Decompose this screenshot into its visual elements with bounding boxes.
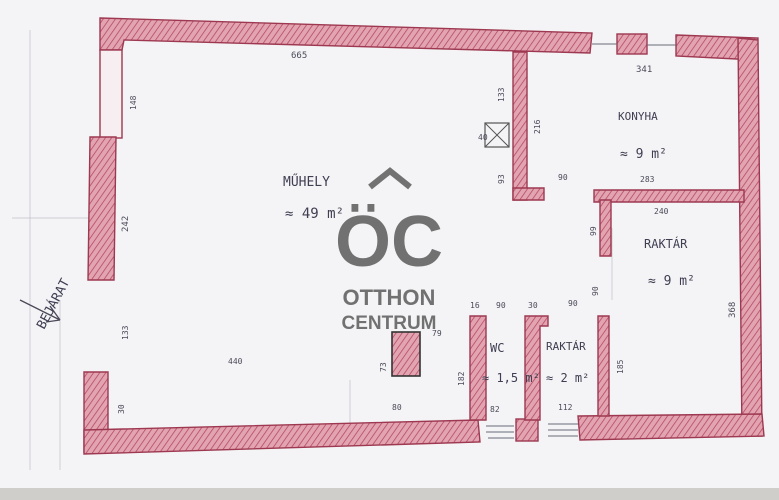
dim-665: 665 <box>291 51 307 61</box>
entrance-arrow-icon <box>19 299 61 323</box>
dim-133-left: 133 <box>121 325 130 340</box>
dim-40: 40 <box>478 133 488 142</box>
logo-line-2: CENTRUM <box>342 313 437 334</box>
pencil-guides <box>12 30 613 470</box>
door-thresholds <box>486 43 676 439</box>
dim-82: 82 <box>490 405 500 414</box>
dim-90-c: 90 <box>591 286 600 296</box>
dim-93: 93 <box>497 174 506 184</box>
dim-112: 112 <box>558 403 573 412</box>
dim-242: 242 <box>121 216 131 232</box>
room-muhely-name: MŰHELY <box>283 174 330 190</box>
wall-wc-east <box>524 315 549 421</box>
wall-bottom-left <box>83 419 481 455</box>
column-block <box>391 331 421 377</box>
dim-216: 216 <box>533 119 542 134</box>
wall-kitchen-south-right <box>593 189 745 203</box>
door-small-storage <box>548 423 578 437</box>
dim-240: 240 <box>654 207 669 216</box>
dim-90-a: 90 <box>496 301 506 310</box>
dim-440: 440 <box>228 357 243 366</box>
chimney-cross <box>484 122 510 148</box>
otthon-centrum-logo: ÖC OTTHON CENTRUM <box>335 167 443 334</box>
room-muhely-area: ≈ 49 m² <box>285 206 344 222</box>
room-small-storage-area: ≈ 2 m² <box>546 371 589 385</box>
dim-133-top: 133 <box>497 87 506 102</box>
wall-storage-west <box>599 199 612 257</box>
dim-80: 80 <box>392 403 402 412</box>
dim-73: 73 <box>379 362 388 372</box>
dim-341: 341 <box>636 65 652 75</box>
room-konyha-name: KONYHA <box>618 110 658 123</box>
table-edge <box>0 488 779 500</box>
dim-90-b: 90 <box>568 299 578 308</box>
room-raktar-name: RAKTÁR <box>644 236 688 251</box>
dimension-labels: 665 341 148 133 40 216 93 90 283 242 240… <box>117 51 738 414</box>
dim-148: 148 <box>129 95 138 110</box>
wall-wc-west <box>469 315 487 421</box>
wall-left-upper-sill <box>99 49 123 139</box>
room-wc-name: WC <box>490 341 504 355</box>
room-konyha-area: ≈ 9 m² <box>620 147 667 162</box>
room-raktar-area: ≈ 9 m² <box>648 274 695 289</box>
wall-kitchen-south <box>512 187 545 201</box>
wall-top-pier <box>616 33 648 55</box>
walls <box>83 17 765 455</box>
wall-kitchen-west <box>512 51 528 201</box>
wall-right <box>737 37 763 437</box>
room-wc-area: ≈ 1,5 m² <box>482 371 540 385</box>
wall-bottom-mid <box>515 418 539 442</box>
dim-16: 16 <box>470 301 480 310</box>
dim-182: 182 <box>457 371 466 386</box>
logo-line-1: OTTHON <box>343 285 436 310</box>
wall-left-middle <box>87 136 117 281</box>
dim-79: 79 <box>432 329 442 338</box>
dim-99: 99 <box>589 226 598 236</box>
door-wc <box>486 425 514 439</box>
logo-mark: ÖC <box>335 202 443 282</box>
dim-368: 368 <box>728 302 738 318</box>
room-small-storage-name: RAKTÁR <box>546 340 586 353</box>
wall-small-storage-east <box>597 315 610 417</box>
dim-283: 283 <box>640 175 655 184</box>
chimney-box <box>484 122 510 148</box>
logo-roof-icon <box>368 167 412 190</box>
wall-bottom-right <box>577 413 765 441</box>
dim-30-left: 30 <box>117 404 126 414</box>
dim-90-kitchen: 90 <box>558 173 568 182</box>
dim-185: 185 <box>616 359 625 374</box>
dim-30: 30 <box>528 301 538 310</box>
